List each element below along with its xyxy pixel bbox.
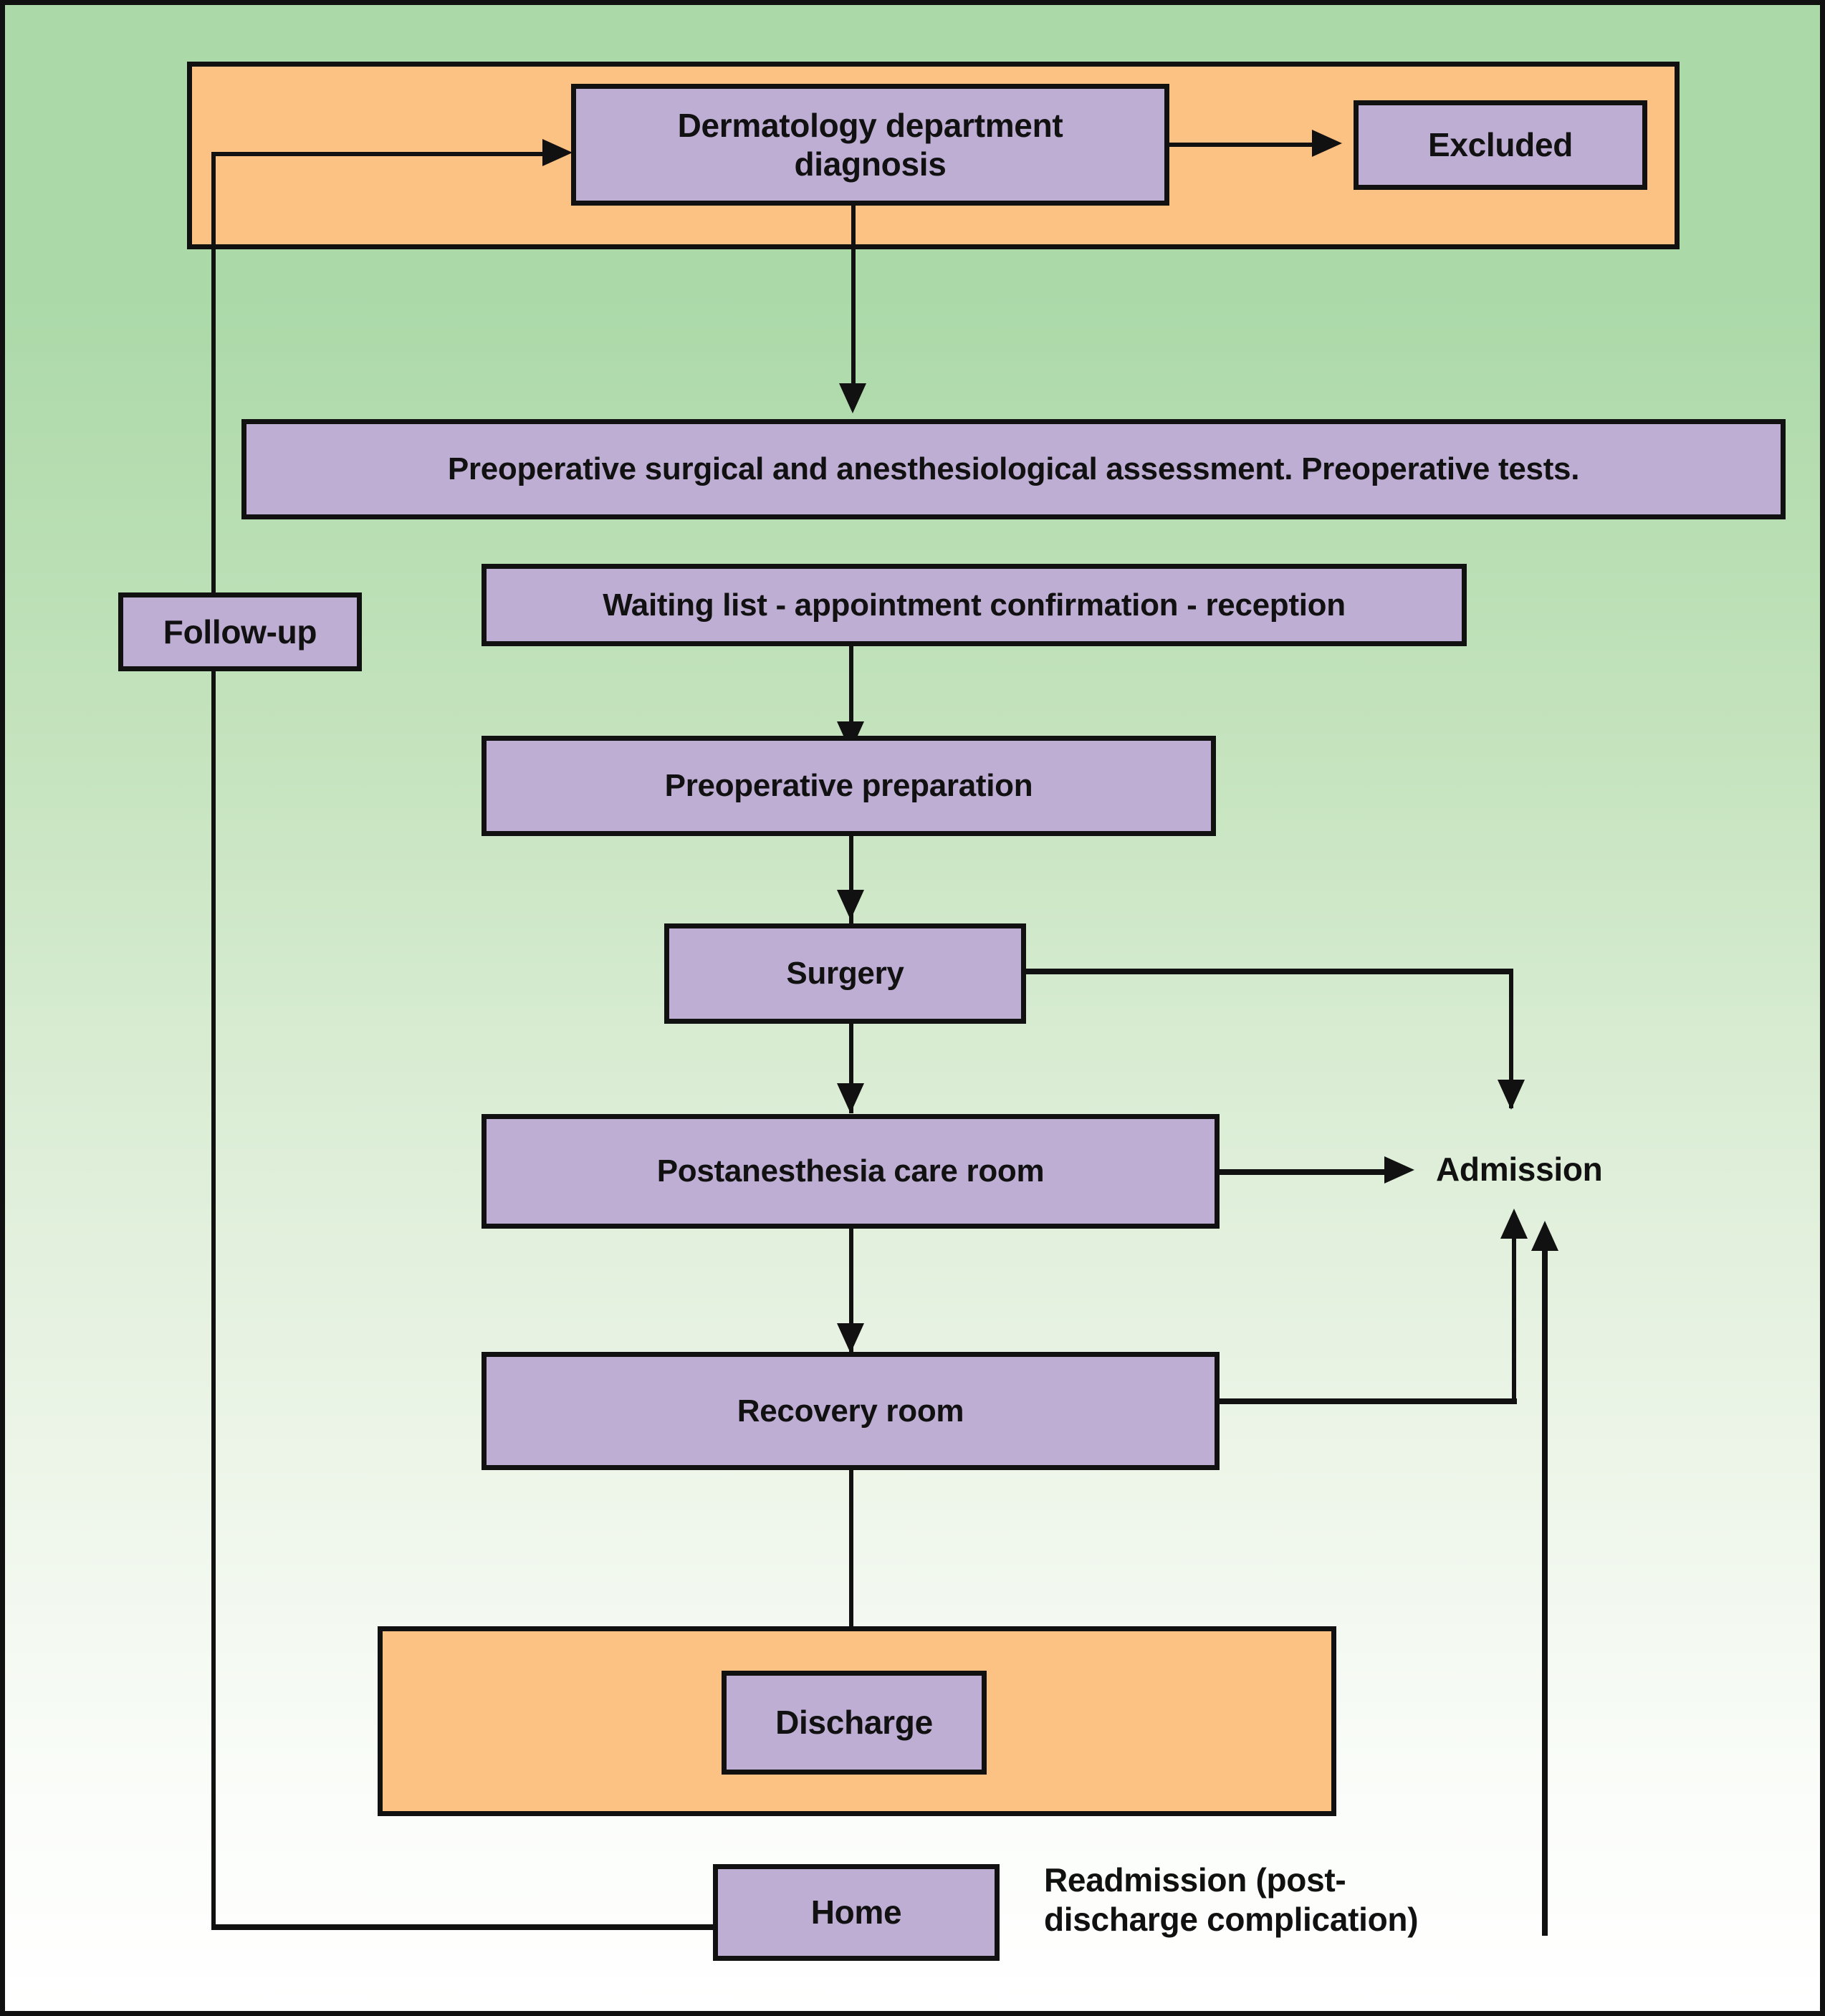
edge-surgery-to-postanesthesia — [849, 1024, 853, 1113]
node-surgery[interactable]: Surgery — [664, 923, 1026, 1024]
edge-surgery-to-admission-vertical — [1509, 969, 1513, 1108]
edge-postanesthesia-to-admission — [1220, 1169, 1388, 1175]
node-discharge-label: Discharge — [775, 1704, 933, 1742]
node-excluded[interactable]: Excluded — [1354, 100, 1647, 190]
edge-recovery-to-admission-vertical — [1512, 1236, 1516, 1401]
label-admission-text: Admission — [1436, 1151, 1603, 1188]
label-admission: Admission — [1436, 1150, 1603, 1189]
edge-postanesthesia-to-recovery — [849, 1229, 853, 1354]
edge-home-to-followup-loop — [211, 1924, 714, 1930]
node-recovery-room[interactable]: Recovery room — [482, 1352, 1220, 1470]
label-readmission-text: Readmission (post-discharge complication… — [1044, 1861, 1419, 1939]
node-follow-up-label: Follow-up — [163, 613, 317, 651]
arrow-readmission-into-admission — [1531, 1221, 1558, 1251]
arrow-into-postanesthesia-care-room — [837, 1083, 864, 1113]
label-readmission: Readmission (post-discharge complication… — [1044, 1861, 1503, 1939]
node-recovery-room-label: Recovery room — [737, 1393, 964, 1429]
edge-diagnosis-to-excluded — [1169, 143, 1316, 147]
node-waiting-list[interactable]: Waiting list - appointment confirmation … — [482, 564, 1467, 646]
node-discharge[interactable]: Discharge — [722, 1671, 987, 1775]
node-preoperative-preparation-label: Preoperative preparation — [664, 768, 1033, 804]
arrow-into-preoperative-assessment — [839, 383, 866, 413]
arrow-surgery-into-admission — [1498, 1080, 1525, 1110]
followup-loop-vertical-upper — [211, 152, 216, 1929]
node-waiting-list-label: Waiting list - appointment confirmation … — [603, 587, 1346, 623]
node-preoperative-preparation[interactable]: Preoperative preparation — [482, 736, 1216, 836]
node-surgery-label: Surgery — [786, 956, 904, 992]
edge-preparation-to-surgery — [849, 836, 853, 936]
node-preoperative-assessment-label: Preoperative surgical and anesthesiologi… — [447, 451, 1580, 487]
arrow-into-recovery-room — [837, 1323, 864, 1353]
arrow-recovery-into-admission — [1500, 1209, 1528, 1239]
arrow-into-surgery — [837, 890, 864, 920]
node-preoperative-assessment[interactable]: Preoperative surgical and anesthesiologi… — [241, 419, 1786, 519]
arrow-into-excluded — [1312, 130, 1342, 157]
arrow-postanesthesia-into-admission — [1384, 1156, 1414, 1184]
node-postanesthesia-care-room[interactable]: Postanesthesia care room — [482, 1114, 1220, 1229]
node-home[interactable]: Home — [713, 1864, 1000, 1961]
edge-surgery-to-admission-horizontal — [1026, 969, 1513, 974]
edge-recovery-to-discharge — [849, 1470, 853, 1689]
edge-diagnosis-to-assessment — [851, 206, 856, 392]
arrow-into-dermatology-diagnosis — [542, 139, 573, 166]
followup-loop-horizontal-into-diagnosis — [211, 152, 547, 156]
node-follow-up[interactable]: Follow-up — [118, 592, 362, 671]
node-excluded-label: Excluded — [1427, 126, 1573, 164]
edge-readmission-to-admission — [1542, 1248, 1548, 1936]
edge-waitinglist-to-preparation — [849, 646, 853, 743]
node-postanesthesia-care-room-label: Postanesthesia care room — [656, 1153, 1045, 1189]
node-home-label: Home — [810, 1893, 902, 1931]
edge-recovery-to-admission-horizontal — [1220, 1398, 1517, 1404]
